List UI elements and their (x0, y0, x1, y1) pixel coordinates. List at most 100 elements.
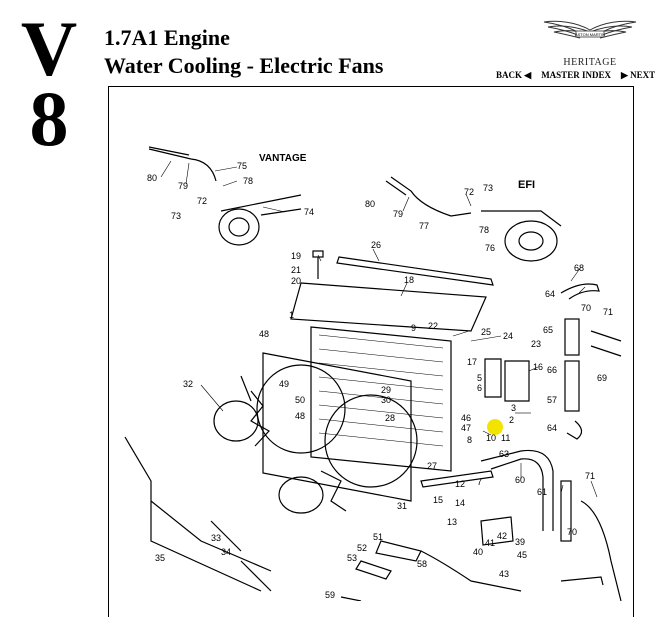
callout-numbers: 80 79 75 78 72 73 74 80 79 77 72 73 78 7… (147, 161, 613, 600)
callout-label[interactable]: 28 (385, 413, 395, 423)
top-strip-drawing (336, 256, 494, 286)
callout-label[interactable]: 45 (517, 550, 527, 560)
page-title-line-2: Water Cooling - Electric Fans (104, 53, 384, 78)
callout-label[interactable]: 72 (197, 196, 207, 206)
callout-label[interactable]: 46 (461, 413, 471, 423)
callout-label[interactable]: 75 (237, 161, 247, 171)
callout-label[interactable]: 58 (417, 559, 427, 569)
callout-label[interactable]: 71 (603, 307, 613, 317)
callout-label[interactable]: 41 (485, 538, 495, 548)
callout-label[interactable]: 76 (485, 243, 495, 253)
vantage-section-label: VANTAGE (259, 153, 307, 164)
callout-label[interactable]: 71 (585, 471, 595, 481)
triangle-left-icon: ◀ (524, 70, 532, 80)
callout-label[interactable]: 60 (515, 475, 525, 485)
callout-label[interactable]: 9 (411, 323, 416, 333)
callout-label[interactable]: 57 (547, 395, 557, 405)
fan-shroud-drawing (262, 352, 412, 502)
callout-label[interactable]: 51 (373, 532, 383, 542)
callout-label[interactable]: 52 (357, 543, 367, 553)
callout-label[interactable]: 49 (279, 379, 289, 389)
callout-label[interactable]: 17 (467, 357, 477, 367)
callout-label[interactable]: 79 (393, 209, 403, 219)
aston-martin-wings-logo-icon: ASTON MARTIN (543, 20, 637, 39)
callout-label[interactable]: 20 (291, 276, 301, 286)
bracket-16-drawing (504, 360, 530, 402)
callout-label[interactable]: 19 (291, 251, 301, 261)
callout-label[interactable]: 65 (543, 325, 553, 335)
back-link[interactable]: BACK ◀ (496, 70, 531, 81)
callout-label[interactable]: 39 (515, 537, 525, 547)
v8-logo-number-8: 8 (29, 75, 69, 163)
callout-label[interactable]: 53 (347, 553, 357, 563)
callout-label[interactable]: 15 (433, 495, 443, 505)
callout-label[interactable]: 66 (547, 365, 557, 375)
callout-label[interactable]: 40 (473, 547, 483, 557)
callout-label[interactable]: 50 (295, 395, 305, 405)
callout-label[interactable]: 11 (501, 433, 510, 443)
callout-label[interactable]: 29 (381, 385, 391, 395)
callout-label[interactable]: 3 (511, 403, 516, 413)
v8-logo-letter-v: V (20, 5, 78, 92)
callout-label[interactable]: 59 (325, 590, 335, 600)
back-label: BACK (496, 70, 523, 80)
callout-label[interactable]: 61 (537, 487, 547, 497)
callout-label[interactable]: 5 (477, 373, 482, 383)
callout-label[interactable]: 78 (243, 176, 253, 186)
wiring-harness-drawing (124, 436, 272, 592)
callout-label[interactable]: 64 (545, 289, 555, 299)
callout-label[interactable]: 43 (499, 569, 509, 579)
brand-badge-text: ASTON MARTIN (575, 32, 605, 37)
callout-label[interactable]: 48 (259, 329, 269, 339)
callout-label[interactable]: 10 (486, 433, 496, 443)
next-link[interactable]: ▶ NEXT (621, 70, 655, 81)
callout-label[interactable]: 42 (497, 531, 507, 541)
callout-label[interactable]: 27 (427, 461, 437, 471)
callout-label[interactable]: 31 (397, 501, 407, 511)
callout-label[interactable]: 24 (503, 331, 513, 341)
callout-label[interactable]: 74 (304, 207, 314, 217)
callout-label[interactable]: 30 (381, 395, 391, 405)
radiator-core-drawing (310, 326, 452, 472)
callout-label[interactable]: 21 (291, 265, 301, 275)
callout-label[interactable]: 14 (455, 498, 465, 508)
callout-label[interactable]: 72 (464, 187, 474, 197)
highlight-marker (487, 419, 503, 435)
callout-label[interactable]: 12 (455, 479, 465, 489)
callout-label[interactable]: 80 (365, 199, 375, 209)
callout-label[interactable]: 63 (499, 449, 509, 459)
callout-label[interactable]: 34 (221, 547, 231, 557)
callout-label[interactable]: 70 (567, 527, 577, 537)
callout-label[interactable]: 18 (404, 275, 414, 285)
callout-label[interactable]: 7 (477, 477, 482, 487)
callout-label[interactable]: 77 (419, 221, 429, 231)
callout-label[interactable]: 69 (597, 373, 607, 383)
page-title-line-1: 1.7A1 Engine (104, 25, 230, 50)
callout-label[interactable]: 1 (289, 310, 294, 320)
callout-label[interactable]: 6 (477, 383, 482, 393)
callout-label[interactable]: 25 (481, 327, 491, 337)
callout-label[interactable]: 22 (428, 321, 438, 331)
callout-label[interactable]: 33 (211, 533, 221, 543)
callout-label[interactable]: 47 (461, 423, 471, 433)
callout-label[interactable]: 64 (547, 423, 557, 433)
callout-label[interactable]: 48 (295, 411, 305, 421)
efi-hose-drawing (390, 176, 472, 217)
callout-label[interactable]: 26 (371, 240, 381, 250)
callout-label[interactable]: 79 (178, 181, 188, 191)
callout-label[interactable]: 73 (171, 211, 181, 221)
callout-label[interactable]: 73 (483, 183, 493, 193)
callout-label[interactable]: 23 (531, 339, 541, 349)
callout-label[interactable]: 16 (533, 362, 543, 372)
callout-label[interactable]: 8 (467, 435, 472, 445)
page-title: 1.7A1 Engine Water Cooling - Electric Fa… (104, 24, 383, 80)
callout-label[interactable]: 68 (574, 263, 584, 273)
master-index-link[interactable]: MASTER INDEX (541, 70, 611, 80)
callout-label[interactable]: 80 (147, 173, 157, 183)
callout-label[interactable]: 13 (447, 517, 457, 527)
callout-label[interactable]: 32 (183, 379, 193, 389)
callout-label[interactable]: 35 (155, 553, 165, 563)
callout-label[interactable]: 2 (509, 415, 514, 425)
callout-label[interactable]: 70 (581, 303, 591, 313)
callout-label[interactable]: 78 (479, 225, 489, 235)
